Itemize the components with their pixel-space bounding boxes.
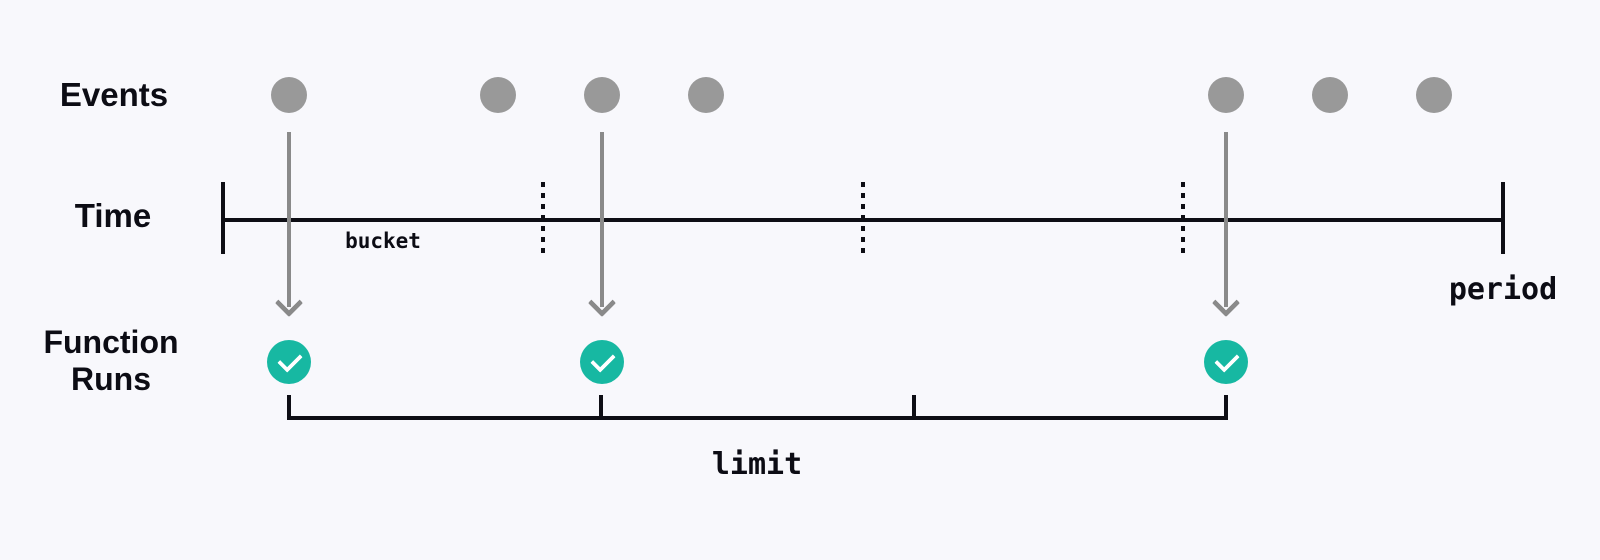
event-dot — [480, 77, 516, 113]
limit-bracket-tick — [1224, 395, 1228, 418]
function-run-badge — [267, 340, 311, 384]
bucket-divider — [541, 182, 545, 254]
check-icon — [277, 347, 303, 373]
event-dot — [1312, 77, 1348, 113]
period-annotation: period — [1448, 272, 1558, 307]
check-icon — [1214, 347, 1240, 373]
check-icon — [590, 347, 616, 373]
bucket-annotation: bucket — [345, 229, 421, 253]
event-dot — [1208, 77, 1244, 113]
events-row-label: Events — [59, 76, 169, 113]
arrow-head-icon — [587, 288, 617, 318]
event-arrow-shaft — [1224, 132, 1228, 307]
function-runs-label-line1: Function — [43, 324, 179, 360]
event-dot — [688, 77, 724, 113]
time-row-label: Time — [74, 197, 152, 234]
function-runs-label-line2: Runs — [71, 361, 151, 397]
bucket-divider — [1181, 182, 1185, 254]
function-run-badge — [1204, 340, 1248, 384]
event-arrow-shaft — [600, 132, 604, 307]
arrow-head-icon — [1211, 288, 1241, 318]
limit-bracket-tick — [599, 395, 603, 418]
bucket-divider — [861, 182, 865, 254]
function-run-badge — [580, 340, 624, 384]
limit-bracket-line — [287, 416, 1228, 420]
timeline-start-cap — [221, 182, 225, 254]
function-runs-row-label: Function Runs — [31, 324, 191, 398]
event-arrow-shaft — [287, 132, 291, 307]
timeline-end-cap — [1501, 182, 1505, 254]
event-dot — [271, 77, 307, 113]
limit-bracket-tick — [912, 395, 916, 418]
event-dot — [584, 77, 620, 113]
limit-annotation: limit — [711, 447, 803, 482]
limit-bracket-tick — [287, 395, 291, 418]
event-dot — [1416, 77, 1452, 113]
arrow-head-icon — [274, 288, 304, 318]
